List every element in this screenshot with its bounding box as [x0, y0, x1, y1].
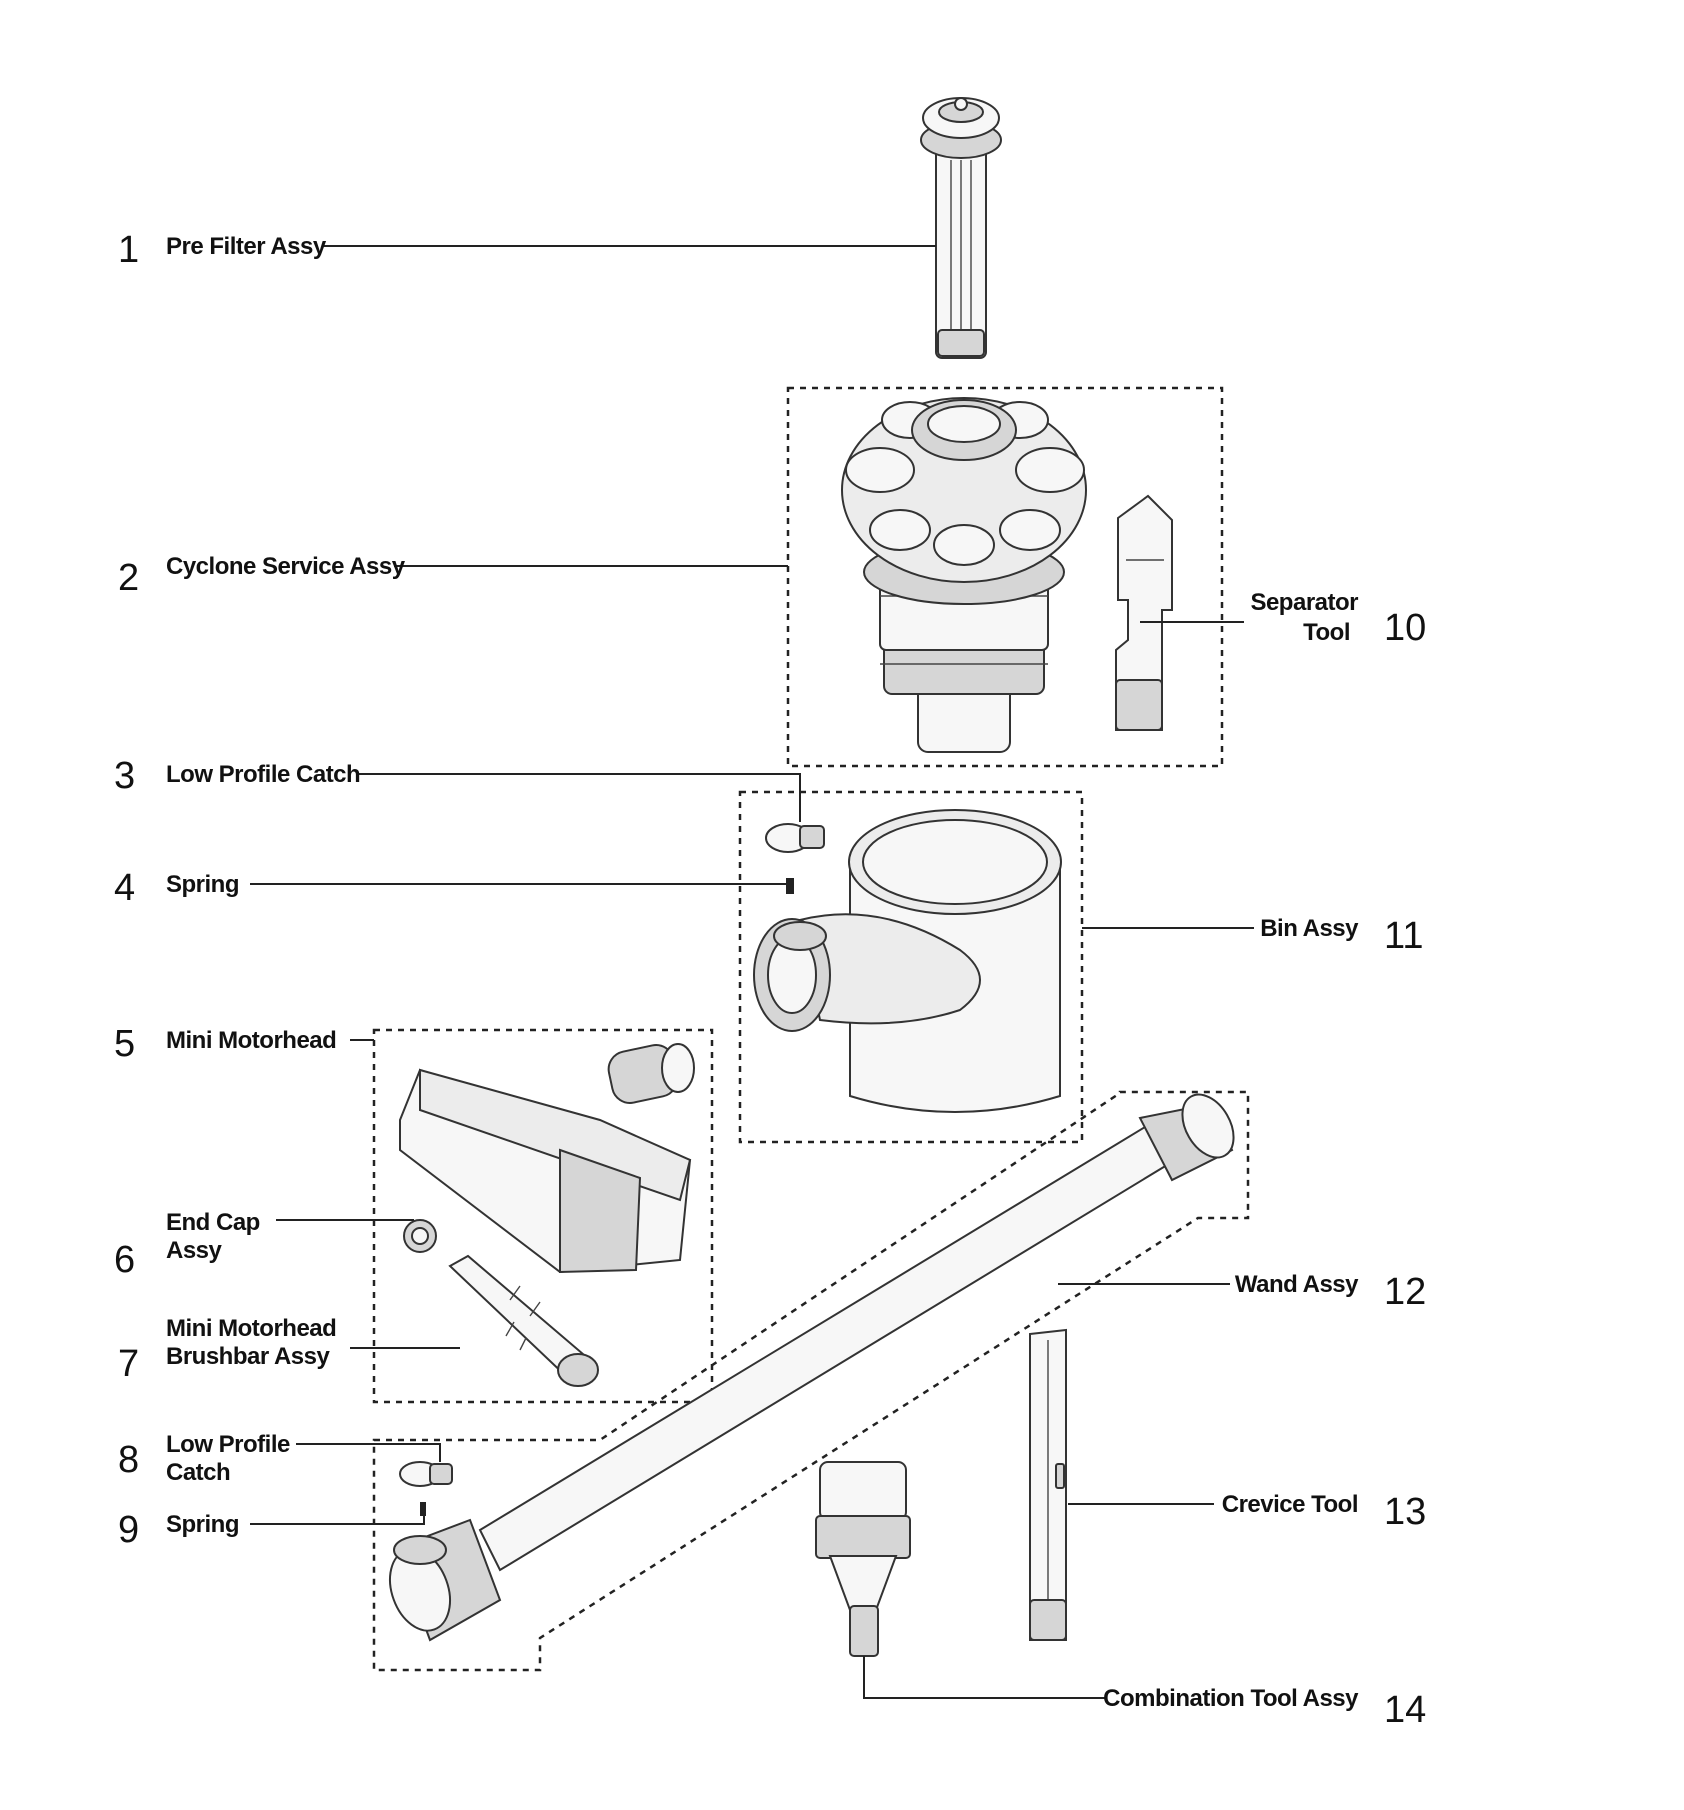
- svg-text:Crevice Tool: Crevice Tool: [1222, 1491, 1358, 1518]
- svg-text:Cyclone Service Assy: Cyclone Service Assy: [166, 553, 406, 580]
- svg-text:Assy: Assy: [166, 1237, 223, 1264]
- pre-filter-illustration: [920, 97, 1002, 359]
- svg-text:Spring: Spring: [166, 871, 239, 898]
- svg-text:Pre Filter Assy: Pre Filter Assy: [166, 233, 327, 260]
- svg-text:Brushbar Assy: Brushbar Assy: [166, 1343, 330, 1370]
- callout-1: 1 Pre Filter Assy: [118, 229, 327, 271]
- svg-text:Wand Assy: Wand Assy: [1235, 1271, 1359, 1298]
- svg-text:12: 12: [1384, 1271, 1426, 1313]
- cyclone-group-box: [786, 386, 1224, 768]
- low-profile-catch-2-illustration: [399, 1461, 453, 1487]
- svg-text:Separator: Separator: [1250, 589, 1358, 616]
- svg-text:1: 1: [118, 229, 139, 271]
- low-profile-catch-illustration: [765, 823, 825, 853]
- svg-text:7: 7: [118, 1343, 139, 1385]
- callout-13: Crevice Tool 13: [1222, 1491, 1427, 1533]
- callout-5: 5 Mini Motorhead: [114, 1023, 337, 1065]
- motorhead-group-box: [372, 1028, 714, 1404]
- svg-text:4: 4: [114, 867, 135, 909]
- svg-text:Bin Assy: Bin Assy: [1260, 915, 1359, 942]
- callout-11: Bin Assy 11: [1260, 915, 1423, 957]
- combination-tool-illustration: [815, 1461, 911, 1657]
- callout-3: 3 Low Profile Catch: [114, 755, 361, 797]
- callout-8: 8 Low Profile Catch: [118, 1431, 290, 1486]
- wand-illustration: [389, 1093, 1235, 1642]
- svg-text:Low Profile Catch: Low Profile Catch: [166, 761, 360, 788]
- svg-text:11: 11: [1384, 915, 1423, 957]
- svg-text:Low Profile: Low Profile: [166, 1431, 290, 1458]
- callout-4: 4 Spring: [114, 867, 240, 909]
- svg-text:Mini Motorhead: Mini Motorhead: [166, 1315, 336, 1342]
- svg-text:2: 2: [118, 557, 139, 599]
- svg-text:10: 10: [1384, 607, 1426, 649]
- spring-2-illustration: [420, 1502, 426, 1516]
- wand-group-box: [372, 1090, 1250, 1672]
- callout-2: 2 Cyclone Service Assy: [118, 553, 406, 599]
- callout-10: Separator Tool 10: [1250, 589, 1426, 649]
- svg-text:13: 13: [1384, 1491, 1426, 1533]
- leader-lines: [250, 245, 1254, 1699]
- svg-text:Spring: Spring: [166, 1511, 239, 1538]
- separator-tool-illustration: [1115, 494, 1173, 731]
- svg-text:3: 3: [114, 755, 135, 797]
- svg-text:Tool: Tool: [1303, 619, 1350, 646]
- end-cap-illustration: [403, 1219, 437, 1253]
- svg-text:End Cap: End Cap: [166, 1209, 260, 1236]
- svg-text:5: 5: [114, 1023, 135, 1065]
- callout-14: Combination Tool Assy 14: [1103, 1685, 1426, 1731]
- brushbar-illustration: [448, 1254, 599, 1387]
- mini-motorhead-illustration: [399, 1043, 695, 1274]
- svg-text:8: 8: [118, 1439, 139, 1481]
- svg-text:6: 6: [114, 1239, 135, 1281]
- bin-group-box: [738, 790, 1084, 1144]
- callout-7: 7 Mini Motorhead Brushbar Assy: [118, 1315, 337, 1385]
- spring-illustration: [786, 878, 794, 894]
- svg-text:14: 14: [1384, 1689, 1426, 1731]
- bin-illustration: [753, 809, 1062, 1113]
- svg-text:Combination Tool Assy: Combination Tool Assy: [1103, 1685, 1359, 1712]
- callout-9: 9 Spring: [118, 1509, 240, 1551]
- svg-text:Catch: Catch: [166, 1459, 230, 1486]
- cyclone-illustration: [841, 397, 1087, 753]
- callout-12: Wand Assy 12: [1235, 1271, 1426, 1313]
- svg-text:Mini Motorhead: Mini Motorhead: [166, 1027, 336, 1054]
- svg-text:9: 9: [118, 1509, 139, 1551]
- crevice-tool-illustration: [1029, 1328, 1067, 1641]
- callout-6: 6 End Cap Assy: [114, 1209, 260, 1281]
